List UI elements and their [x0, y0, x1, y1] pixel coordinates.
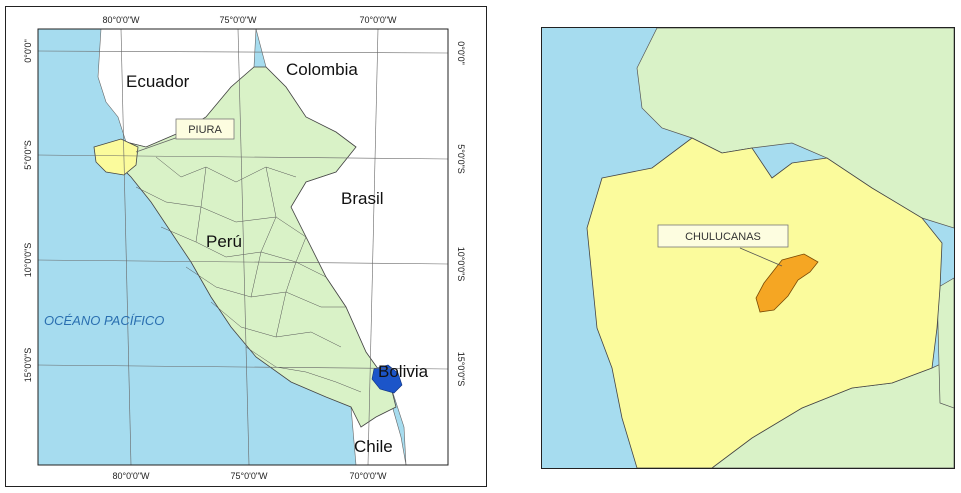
piura-detail-svg: CHULUCANAS: [542, 27, 955, 469]
detail-north-neighbor: [636, 27, 955, 229]
label-colombia: Colombia: [286, 60, 358, 79]
peru-overview-map: 80°0'0"W 75°0'0"W 70°0'0"W 80°0'0"W 75°0…: [5, 6, 487, 487]
lon-label-70-bottom: 70°0'0"W: [349, 471, 387, 481]
map-neatline: [37, 28, 449, 466]
chulucanas-callout-box: [657, 224, 789, 248]
lat-label-10-left: 10°0'0"S: [23, 243, 33, 278]
lon-label-80-top: 80°0'0"W: [102, 15, 140, 25]
lake-titicaca: [371, 364, 403, 394]
lat-label-10-right: 10°0'0"S: [456, 247, 466, 282]
lon-label-80-bottom: 80°0'0"W: [112, 471, 150, 481]
chulucanas-callout-label: CHULUCANAS: [685, 231, 761, 243]
label-brasil: Brasil: [341, 189, 384, 208]
lat-label-5-right: 5°0'0"S: [456, 144, 466, 174]
graticule: [37, 28, 449, 466]
lon-label-75-top: 75°0'0"W: [219, 15, 257, 25]
label-chile: Chile: [354, 437, 393, 456]
label-ecuador: Ecuador: [126, 72, 190, 91]
lat-label-5-left: 5°0'0"S: [23, 140, 33, 170]
piura-callout-box: [175, 118, 235, 140]
chulucanas-callout-leader: [739, 247, 783, 267]
lat-label-0-left: 0°0'0": [23, 39, 33, 63]
piura-detail-map: CHULUCANAS: [541, 27, 955, 469]
lon-label-70-top: 70°0'0"W: [359, 15, 397, 25]
piura-callout-label: PIURA: [188, 124, 222, 136]
label-ocean: OCÉANO PACÍFICO: [44, 313, 164, 328]
label-bolivia: Bolivia: [378, 362, 429, 381]
peru-overview-svg: 80°0'0"W 75°0'0"W 70°0'0"W 80°0'0"W 75°0…: [23, 15, 466, 481]
chulucanas-district: [755, 253, 819, 313]
lon-label-75-bottom: 75°0'0"W: [230, 471, 268, 481]
lat-label-0-right: 0°0'0": [456, 41, 466, 65]
lat-label-15-left: 15°0'0"S: [23, 348, 33, 383]
label-peru: Perú: [206, 232, 242, 251]
lat-label-15-right: 15°0'0"S: [456, 352, 466, 387]
peru-land: [115, 66, 397, 428]
